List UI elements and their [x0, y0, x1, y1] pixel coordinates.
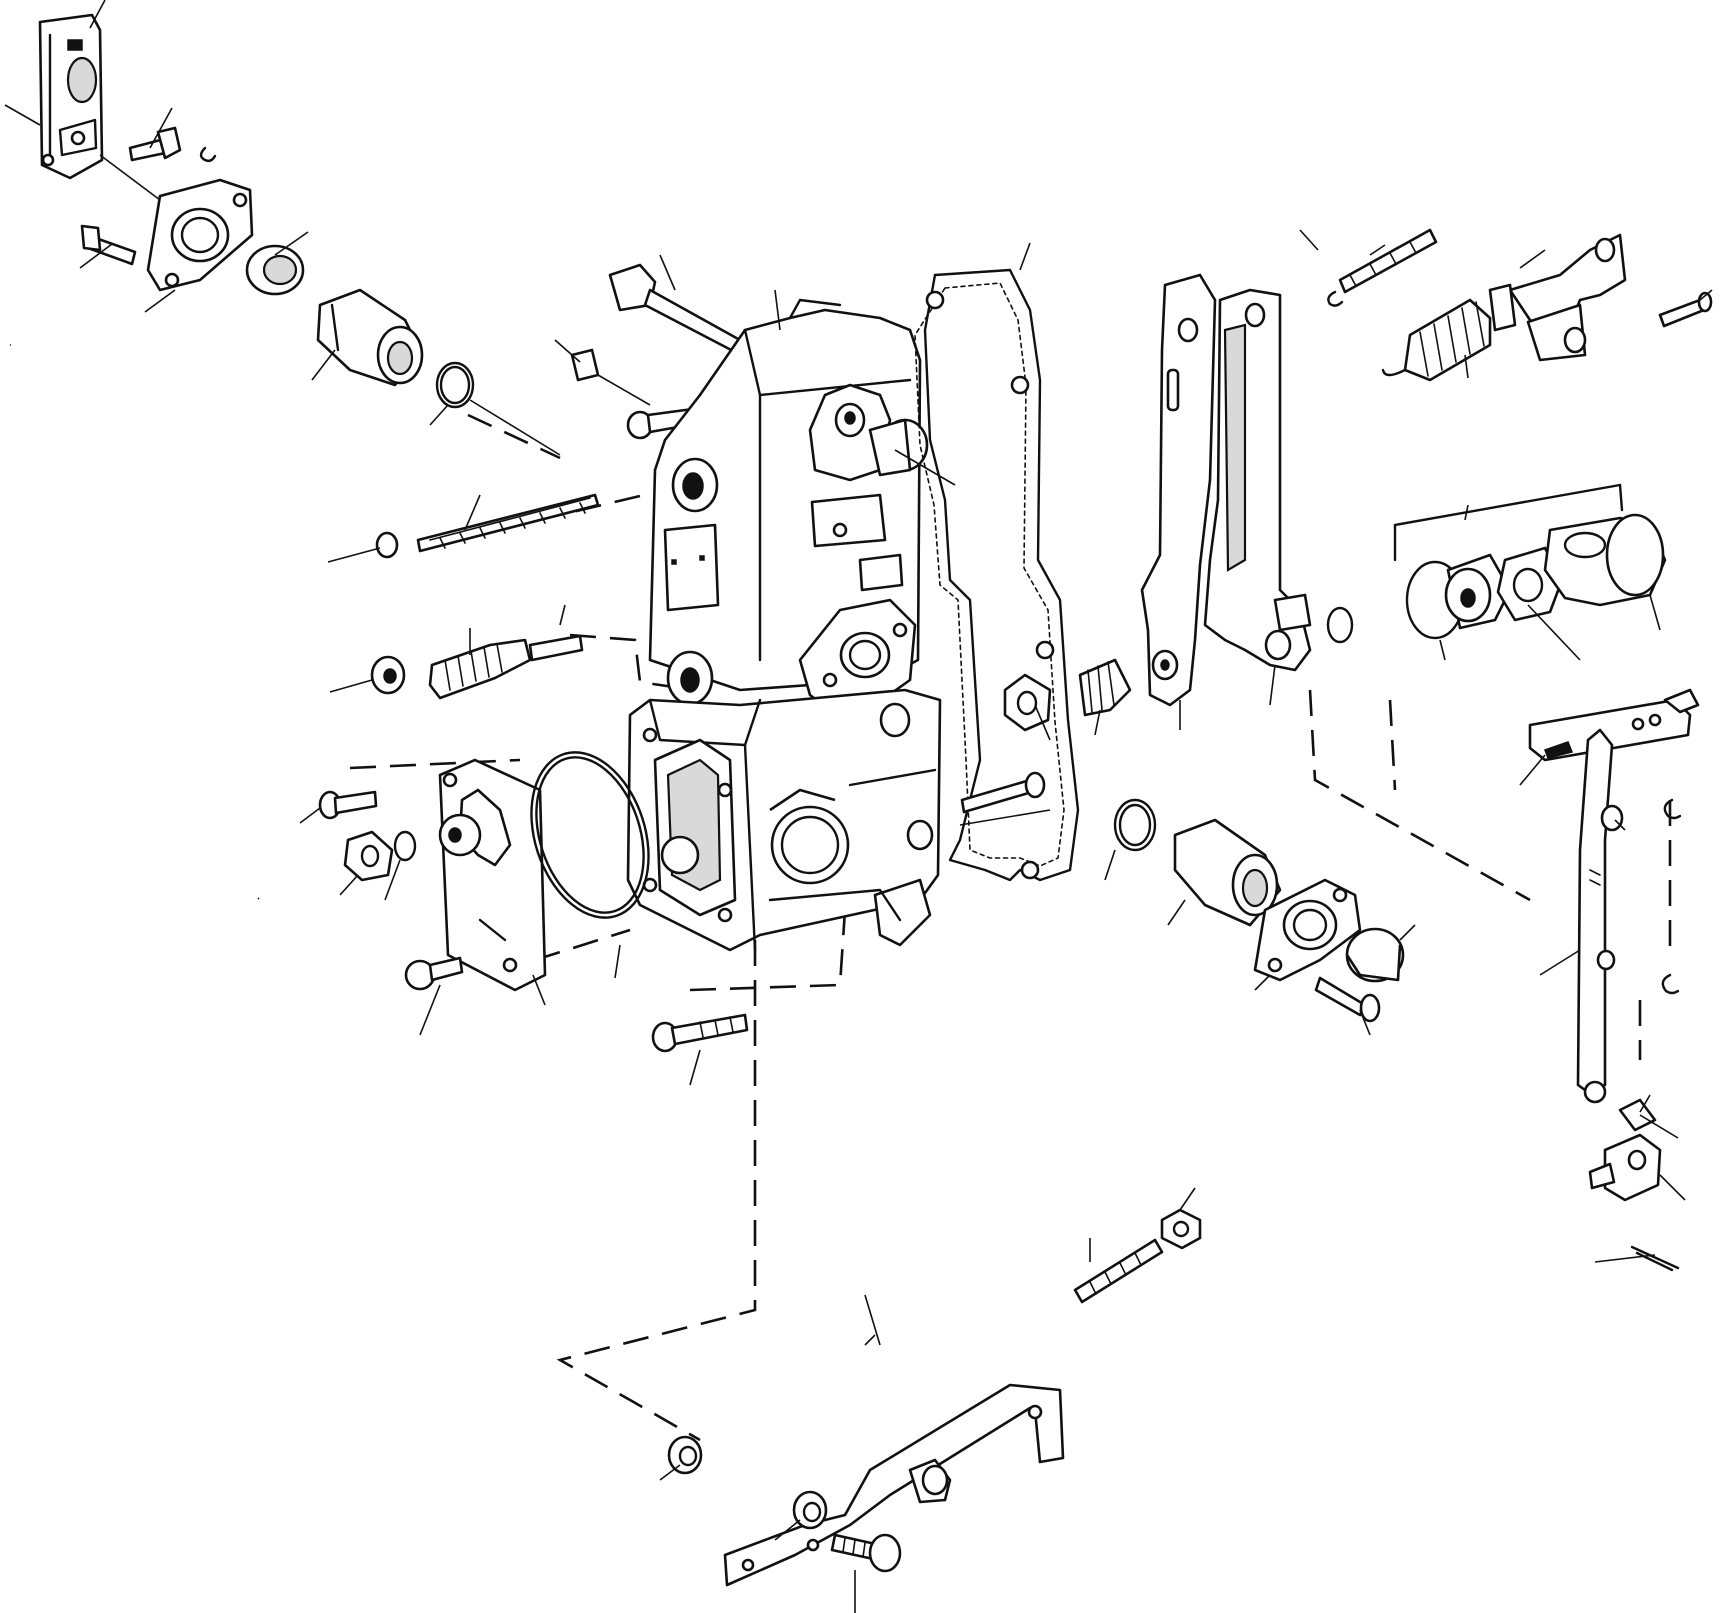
flange-plate-right: [1253, 878, 1362, 982]
o-ring-right-mid: [1113, 798, 1157, 852]
long-threaded-rod: [375, 493, 600, 559]
set-screw-right: [1618, 1098, 1657, 1132]
main-housing: [626, 298, 942, 952]
control-link-bar: [1528, 688, 1700, 762]
washer-bottom-2: [792, 1490, 828, 1530]
nut-top: [245, 244, 305, 296]
washer-bottom-1: [667, 1435, 703, 1475]
screw-bottom: [830, 1533, 902, 1573]
locknut-bottom: [1160, 1208, 1202, 1250]
nut-gasket: [1003, 673, 1052, 732]
long-bolt-top: [608, 263, 742, 354]
tension-spring-small: [1327, 228, 1438, 307]
adjust-screw-spring: [370, 634, 584, 700]
throttle-lever: [723, 1383, 1065, 1587]
cap-plug-right: [1345, 927, 1405, 983]
weight-assembly: [1393, 483, 1667, 640]
flange-plate-top: [146, 178, 254, 292]
small-screw-top: [570, 348, 600, 382]
threaded-stud: [960, 771, 1046, 814]
lever-arm: [1140, 273, 1217, 707]
governor-spring: [1381, 298, 1492, 382]
assembly-lines: [349, 413, 1672, 1442]
bottom-bolt: [651, 1013, 749, 1053]
snap-clip-top: [199, 146, 217, 163]
swivel-block: [1588, 1133, 1662, 1202]
bolt-cover-bottom: [404, 956, 464, 991]
small-o-ring-lever: [1326, 606, 1354, 644]
bolt-top-left: [128, 126, 182, 162]
leader-lines: [4, 0, 1713, 1613]
e-clips-right: [1661, 798, 1682, 995]
gasket: [914, 268, 1080, 882]
top-left-bracket: [38, 13, 104, 180]
drain-plug: [343, 830, 417, 882]
small-bolt-cover: [318, 790, 378, 820]
bolt-left-flange: [80, 224, 137, 266]
large-o-ring: [530, 751, 650, 919]
linkage-bracket-top: [1488, 233, 1627, 362]
cotter-pin: [1630, 1245, 1680, 1272]
governor-lever: [1203, 288, 1312, 672]
small-spring-gasket: [1078, 658, 1132, 717]
cover-plate: [438, 758, 547, 992]
sleeve-right: [1173, 818, 1282, 927]
sleeve-top: [316, 288, 424, 387]
vertical-control-rod: [1576, 728, 1624, 1104]
bolt-right-flange: [1314, 976, 1381, 1023]
adjust-stud-bottom: [1073, 1238, 1164, 1304]
o-ring-top: [435, 361, 475, 409]
